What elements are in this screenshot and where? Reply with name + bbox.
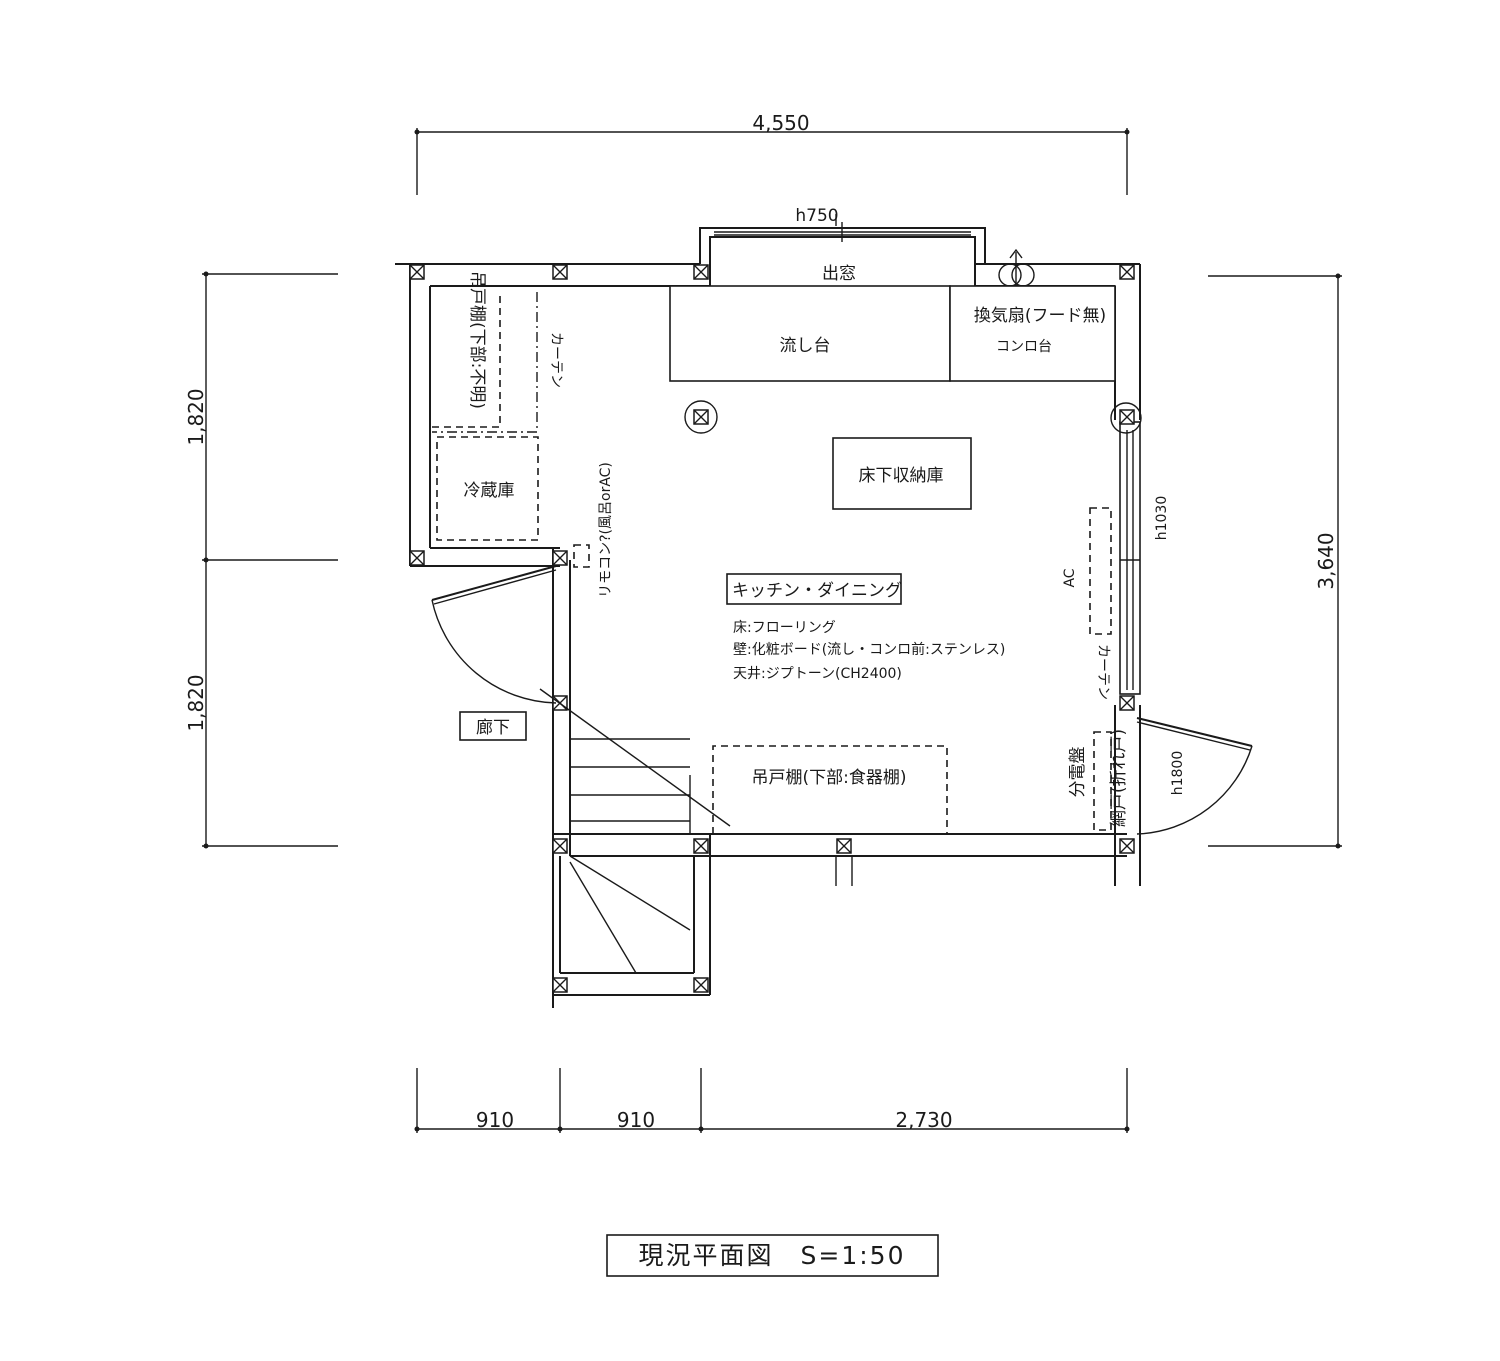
hallway-door: 廊下: [431, 565, 557, 741]
ac-label: AC: [1062, 568, 1078, 587]
underfloor-storage: 床下収納庫: [832, 437, 972, 510]
title-text: 現況平面図 S=1:50: [639, 1241, 906, 1270]
dim-left-upper-value: 1,820: [184, 388, 208, 445]
ac-unit: AC カーテン: [1062, 507, 1112, 700]
spec-ceiling: 天井:ジプトーン(CH2400): [733, 666, 902, 682]
dim-top-value: 4,550: [752, 111, 809, 135]
upper-cabinet-left-label: 吊戸棚(下部:不明): [467, 271, 487, 409]
fan-label: 換気扇(フード無): [974, 306, 1106, 326]
spec-floor: 床:フローリング: [733, 620, 836, 636]
dim-bottom-1: 910: [617, 1108, 655, 1132]
dim-right-value: 3,640: [1314, 532, 1338, 589]
upper-cabinet-bottom: 吊戸棚(下部:食器棚): [712, 745, 948, 834]
dim-left-lower-value: 1,820: [184, 674, 208, 731]
right-window: h1030: [1110, 402, 1170, 695]
stove-counter: 換気扇(フード無) コンロ台: [949, 285, 1116, 382]
columns: [409, 264, 1135, 993]
spec-wall: 壁:化粧ボード(流し・コンロ前:ステンレス): [733, 641, 1005, 658]
stairs: [539, 688, 731, 974]
bay-window: h750 出窓: [699, 206, 986, 286]
remote: リモコン?(風呂orAC): [573, 462, 614, 598]
room-info: キッチン・ダイニング 床:フローリング 壁:化粧ボード(流し・コンロ前:ステンレ…: [726, 573, 1005, 682]
curtain-right-label: カーテン: [1095, 644, 1111, 700]
fridge: 冷蔵庫: [436, 436, 539, 541]
window-height-label: h1030: [1154, 496, 1170, 541]
fridge-label: 冷蔵庫: [464, 481, 515, 501]
dimension-top: 4,550: [414, 111, 1130, 195]
dim-bottom-2: 2,730: [895, 1108, 952, 1132]
drawing-title: 現況平面図 S=1:50: [606, 1234, 939, 1277]
bay-window-height-label: h750: [795, 206, 838, 226]
sink-counter: 流し台: [669, 285, 951, 382]
room-name: キッチン・ダイニング: [732, 581, 902, 601]
stove-label: コンロ台: [996, 339, 1052, 355]
dimension-right: 3,640: [1208, 273, 1342, 849]
bay-window-label: 出窓: [822, 264, 856, 284]
dimension-bottom: 910 910 2,730: [414, 1068, 1130, 1133]
sink-label: 流し台: [780, 336, 831, 356]
upper-cabinet-bottom-label: 吊戸棚(下部:食器棚): [752, 768, 907, 788]
curtain-left-label: カーテン: [548, 332, 564, 388]
upper-cabinet-left: 吊戸棚(下部:不明) カーテン: [432, 271, 564, 433]
hallway-label: 廊下: [476, 718, 510, 738]
dimension-left: 1,820 1,820: [184, 271, 338, 849]
screen-door-label: 網戸(折れ戸): [1109, 729, 1129, 827]
walls: [395, 263, 1141, 1008]
underfloor-label: 床下収納庫: [859, 466, 944, 486]
dim-bottom-0: 910: [476, 1108, 514, 1132]
remote-label: リモコン?(風呂orAC): [598, 462, 614, 598]
distribution-panel: 分電盤: [1068, 731, 1112, 831]
panel-label: 分電盤: [1068, 747, 1088, 798]
door-height-label: h1800: [1170, 751, 1186, 796]
right-door: 網戸(折れ戸) h1800: [1109, 717, 1253, 835]
